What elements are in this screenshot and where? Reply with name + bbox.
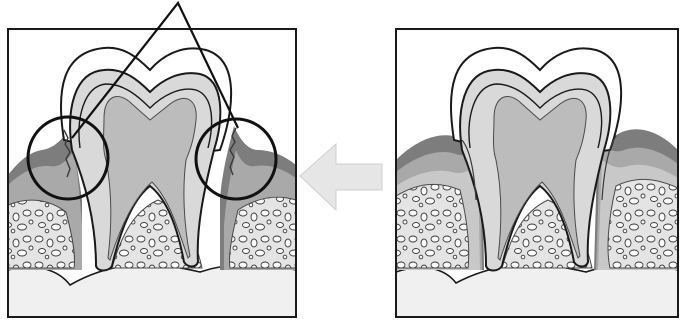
right-panel-healthy [396,29,678,317]
left-panel-receded [8,29,296,317]
left-arrow-icon [300,144,382,210]
